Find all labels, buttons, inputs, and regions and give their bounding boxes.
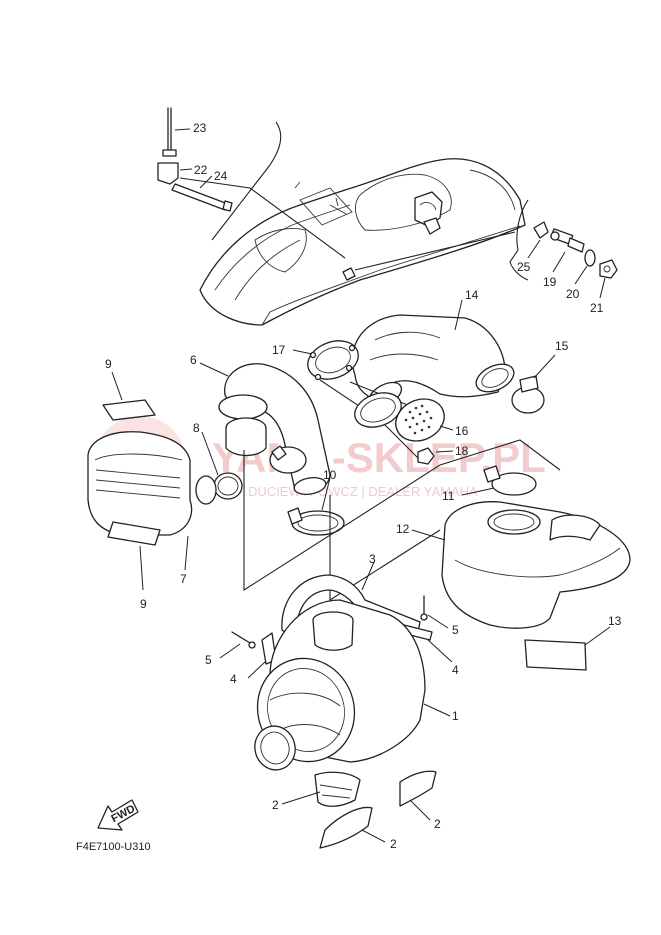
part-10-clamp bbox=[287, 477, 345, 536]
callout-2: 2 bbox=[390, 837, 397, 851]
part-2-pad-a bbox=[281, 771, 361, 807]
fwd-arrow: FWD bbox=[97, 799, 139, 831]
callout-5: 5 bbox=[205, 653, 212, 667]
callout-2: 2 bbox=[434, 817, 441, 831]
part-17-flange bbox=[292, 340, 359, 381]
part-5-rivet-left bbox=[219, 631, 256, 659]
callout-10: 10 bbox=[323, 468, 337, 482]
callout-12: 12 bbox=[396, 522, 410, 536]
callout-9: 9 bbox=[140, 597, 147, 611]
callout-18: 18 bbox=[455, 444, 469, 458]
callout-17: 17 bbox=[272, 343, 286, 357]
watercraft-outline bbox=[199, 158, 526, 326]
part-2-pad-c bbox=[319, 806, 386, 849]
part-11-clamp bbox=[461, 465, 537, 496]
callout-25: 25 bbox=[517, 260, 531, 274]
part-23-rivet bbox=[162, 107, 191, 157]
callout-6: 6 bbox=[190, 353, 197, 367]
part-21-nut bbox=[599, 259, 618, 299]
part-2-pad-b bbox=[399, 770, 437, 821]
part-24-band bbox=[171, 175, 233, 212]
callout-4: 4 bbox=[230, 672, 237, 686]
callout-15: 15 bbox=[555, 339, 569, 353]
part-8-clamp bbox=[201, 431, 243, 500]
callout-13: 13 bbox=[608, 614, 622, 628]
part-9-pad-top bbox=[102, 371, 156, 421]
part-5-rivet-right bbox=[420, 595, 449, 629]
callout-22: 22 bbox=[194, 163, 208, 177]
part-20-washer bbox=[574, 249, 596, 285]
callout-20: 20 bbox=[566, 287, 580, 301]
callout-14: 14 bbox=[465, 288, 479, 302]
bracket-left bbox=[211, 121, 282, 241]
part-16-plate bbox=[354, 392, 454, 442]
callout-3: 3 bbox=[369, 552, 376, 566]
part-15-clamp bbox=[511, 354, 556, 414]
callout-4: 4 bbox=[452, 663, 459, 677]
callout-23: 23 bbox=[193, 121, 207, 135]
part-12-box bbox=[411, 501, 631, 629]
part-19-valve bbox=[550, 228, 585, 273]
callout-8: 8 bbox=[193, 421, 200, 435]
callout-16: 16 bbox=[455, 424, 469, 438]
callout-11: 11 bbox=[442, 489, 455, 503]
callout-1: 1 bbox=[452, 709, 459, 723]
callout-24: 24 bbox=[214, 169, 228, 183]
bracket-right bbox=[509, 199, 529, 281]
callout-9: 9 bbox=[105, 357, 112, 371]
guide-lines bbox=[243, 439, 561, 602]
part-3-strap bbox=[281, 561, 421, 641]
part-8-clamp-b bbox=[269, 445, 307, 474]
part-25-clip bbox=[527, 221, 549, 259]
callout-21: 21 bbox=[590, 301, 604, 315]
part-1-silencer bbox=[254, 599, 451, 771]
callout-5: 5 bbox=[452, 623, 459, 637]
callout-19: 19 bbox=[543, 275, 557, 289]
callout-numbers: 1 2 2 2 3 4 4 5 5 6 7 8 9 9 10 11 12 13 … bbox=[105, 121, 622, 851]
part-13-pad bbox=[524, 626, 611, 671]
diagram-code: F4E7100-U310 bbox=[76, 841, 151, 853]
callout-2: 2 bbox=[272, 798, 279, 812]
fwd-label: FWD bbox=[109, 803, 137, 825]
leader-from-strap bbox=[179, 177, 346, 259]
callout-7: 7 bbox=[180, 572, 187, 586]
part-9-pad-bottom bbox=[107, 521, 161, 591]
part-18-nut bbox=[417, 447, 454, 465]
leader-to-valve bbox=[354, 231, 516, 271]
part-7-silencer bbox=[87, 431, 217, 571]
part-22-holder bbox=[157, 162, 193, 185]
